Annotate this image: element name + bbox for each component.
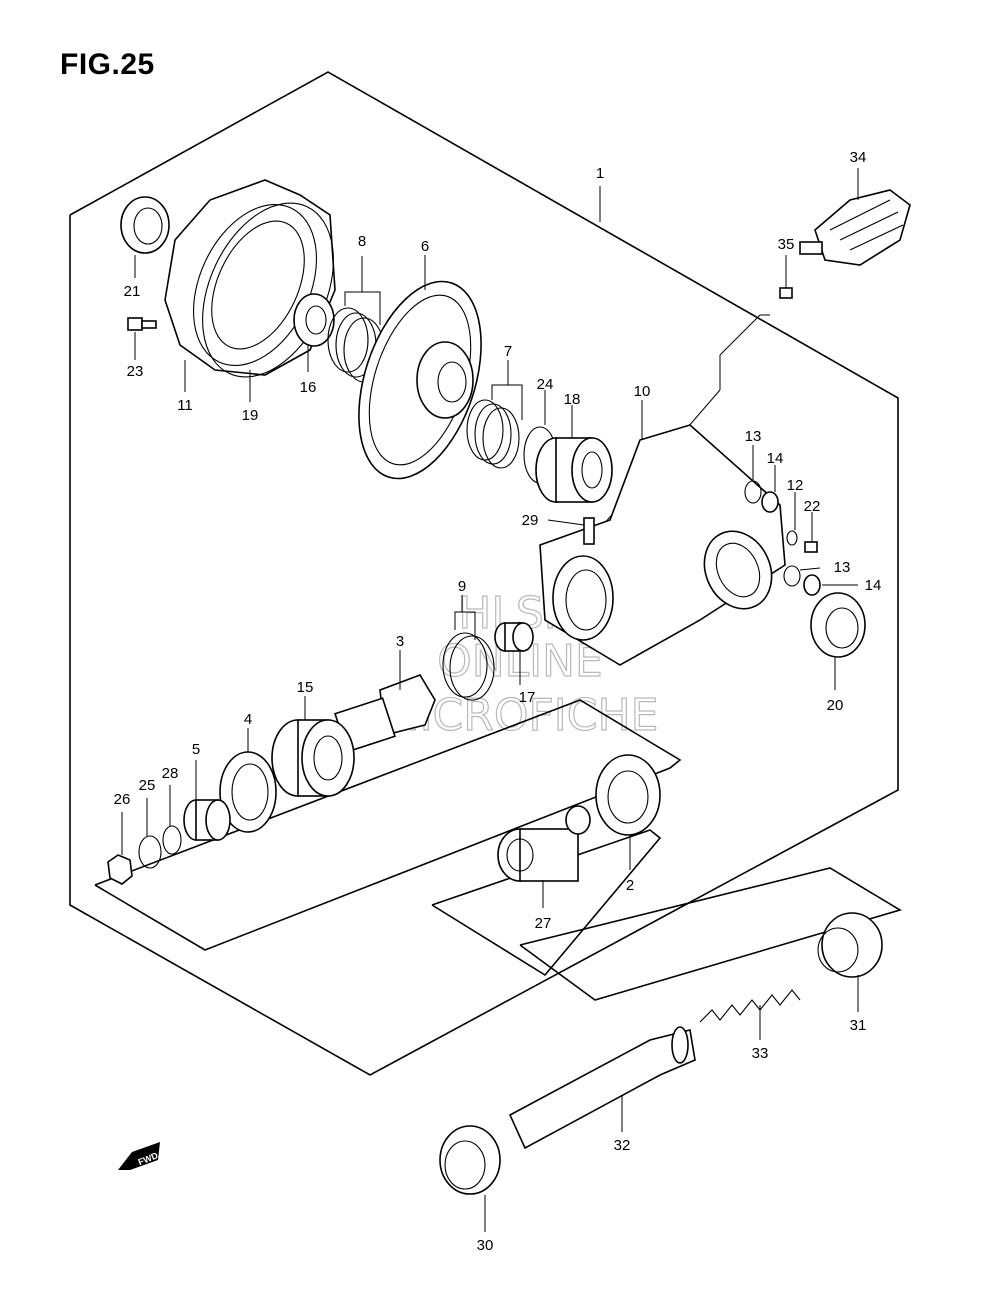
callout-34: 34 [850, 149, 867, 166]
collar-5 [183, 760, 231, 841]
callout-15: 15 [297, 679, 314, 696]
callout-21: 21 [124, 283, 141, 300]
fwd-arrow-icon [118, 1142, 160, 1170]
callout-9: 9 [458, 578, 466, 595]
bearing-27 [497, 805, 591, 908]
callout-33: 33 [752, 1045, 769, 1062]
callout-16: 16 [300, 379, 317, 396]
figure-title: FIG.25 [60, 48, 155, 81]
callout-labels: 1 2 3 4 5 6 7 8 9 10 11 12 13 13 14 14 1… [114, 149, 882, 1254]
bolt-23 [127, 317, 157, 360]
callout-4: 4 [244, 711, 252, 728]
oil-seal-20 [810, 592, 866, 690]
shims-7 [466, 360, 523, 469]
cover-30 [439, 1125, 501, 1232]
bearing-15 [271, 696, 355, 797]
callout-27: 27 [535, 915, 552, 932]
callout-29: 29 [522, 512, 539, 529]
gear-case-10 [539, 400, 786, 666]
callout-13b: 13 [834, 559, 851, 576]
callout-25: 25 [139, 777, 156, 794]
washer-13a [744, 445, 762, 504]
oil-seal-2 [595, 754, 661, 870]
nut-26 [107, 812, 133, 885]
oil-seal-21 [120, 196, 170, 278]
callout-30: 30 [477, 1237, 494, 1254]
callout-11: 11 [177, 397, 193, 414]
callout-10: 10 [634, 383, 651, 400]
callout-8: 8 [358, 233, 366, 250]
shaft-subassembly-frame [519, 867, 902, 1001]
callout-5: 5 [192, 741, 200, 758]
bearing-18 [535, 405, 613, 503]
boot-34 [799, 168, 911, 266]
ring-gear-6 [358, 255, 482, 480]
ring-28 [162, 785, 182, 855]
washer-13b [783, 565, 821, 587]
frame-notch [719, 314, 770, 356]
callout-18: 18 [564, 391, 581, 408]
spring-33 [699, 989, 801, 1040]
washer-25 [138, 798, 162, 869]
shaft-32 [508, 1026, 696, 1150]
cover-31 [817, 912, 883, 1012]
callout-20: 20 [827, 697, 844, 714]
plug-14a [761, 465, 779, 513]
callout-24: 24 [537, 376, 554, 393]
assembly-frame [69, 71, 899, 1076]
callout-19: 19 [242, 407, 259, 424]
pinion-subassembly-frame [94, 699, 682, 951]
bearing-16 [293, 293, 335, 372]
callout-14b: 14 [865, 577, 882, 594]
callout-3: 3 [396, 633, 404, 650]
callout-23: 23 [127, 363, 144, 380]
callout-22: 22 [804, 498, 821, 515]
case-cover-11 [164, 179, 336, 392]
callout-28: 28 [162, 765, 179, 782]
callout-7: 7 [504, 343, 512, 360]
clamp-35 [779, 255, 793, 299]
callout-35: 35 [778, 236, 795, 253]
callout-1: 1 [596, 165, 604, 182]
callout-2: 2 [626, 877, 634, 894]
callout-14a: 14 [767, 450, 784, 467]
plug-14b [803, 574, 858, 596]
breather-29 [547, 517, 595, 545]
callout-31: 31 [850, 1017, 867, 1034]
bearing-17 [494, 622, 534, 685]
washer-12 [786, 492, 798, 546]
fwd-badge: FWD [118, 1142, 160, 1170]
callout-12: 12 [787, 477, 804, 494]
bearing-4 [219, 728, 277, 833]
bolt-22 [804, 512, 818, 553]
callout-13a: 13 [745, 428, 762, 445]
callout-6: 6 [421, 238, 429, 255]
callout-26: 26 [114, 791, 131, 808]
callout-32: 32 [614, 1137, 631, 1154]
callout-17: 17 [519, 689, 536, 706]
shims-9 [442, 595, 495, 701]
